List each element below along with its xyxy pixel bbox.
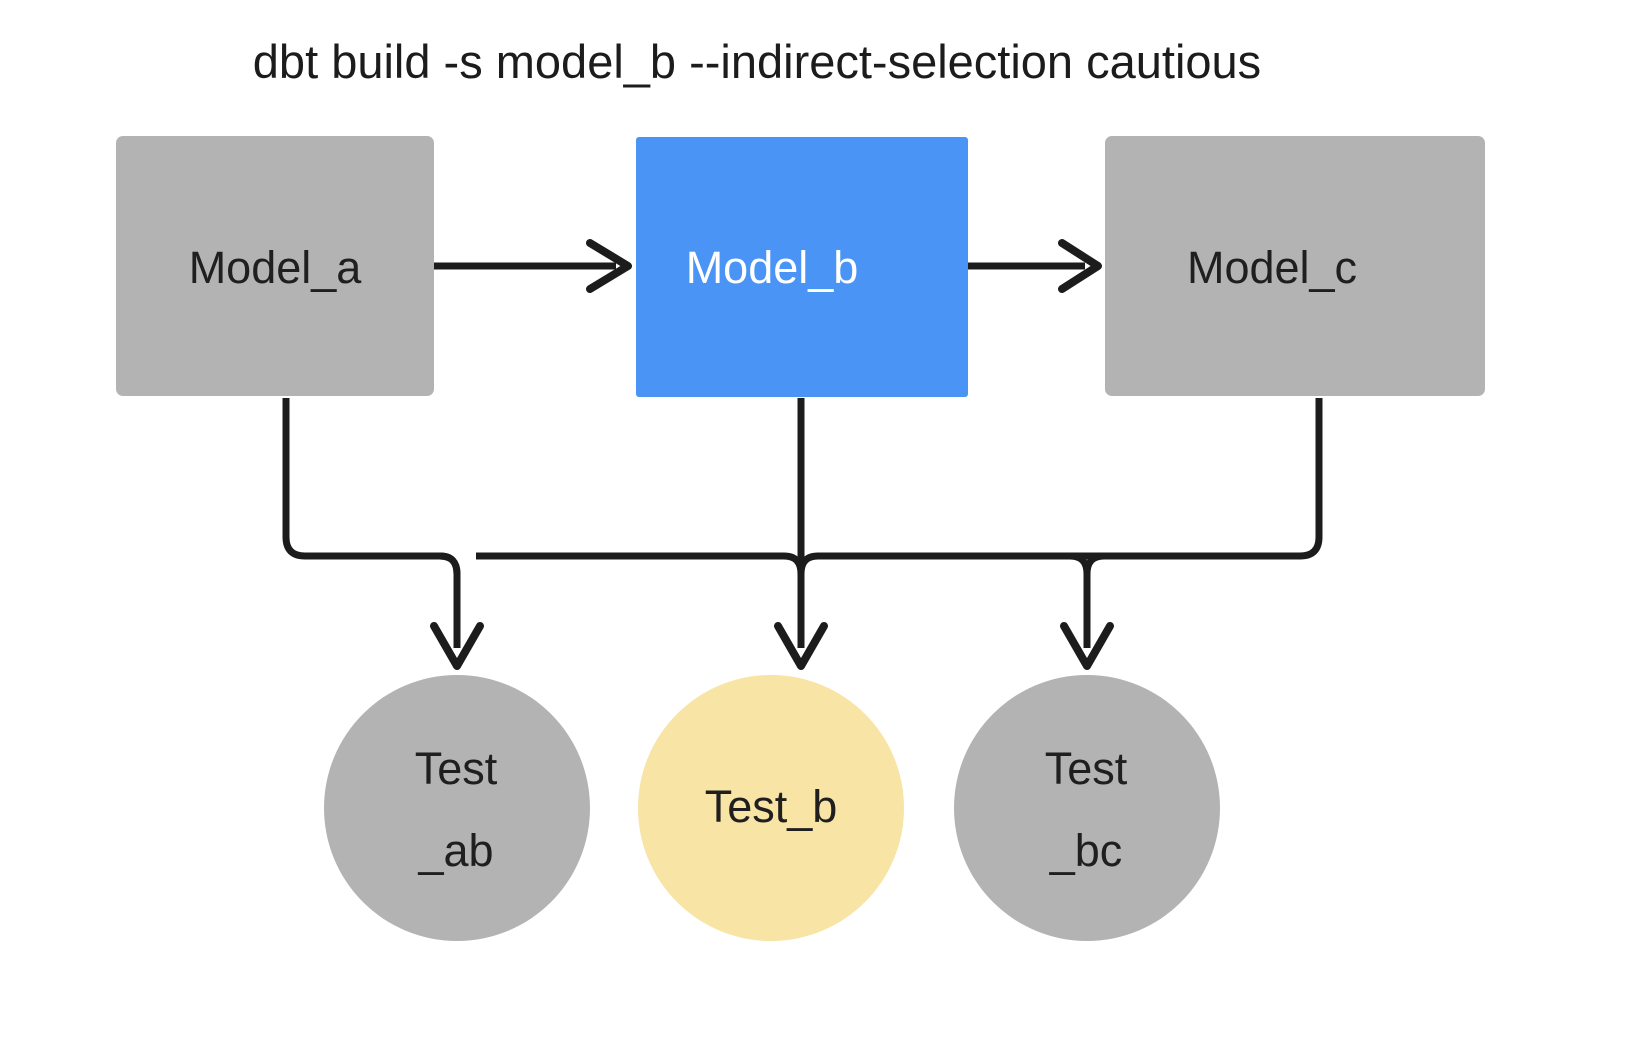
edge-line xyxy=(1083,398,1323,575)
test-ab-label-line2: _ab xyxy=(417,825,493,876)
node-test-b[interactable]: Test_b xyxy=(638,675,904,941)
test-bc-label-line2: _bc xyxy=(1049,825,1123,876)
edge-model-c-to-test-bc xyxy=(1083,398,1323,575)
test-ab-label-line1: Test xyxy=(415,743,498,794)
junction-fillet-right xyxy=(797,552,819,575)
node-test-bc[interactable]: Test _bc xyxy=(954,675,1220,941)
edge-line xyxy=(282,398,461,648)
test-bc-circle[interactable] xyxy=(954,675,1220,941)
test-bc-label-line1: Test xyxy=(1045,743,1128,794)
arrowhead-icon xyxy=(1060,622,1114,670)
edge-model-b-to-test-bc xyxy=(818,552,1114,670)
junction-fillet-ab xyxy=(439,552,461,575)
edge-model-b-to-test-b xyxy=(774,398,828,670)
model-b-box[interactable] xyxy=(636,137,968,397)
arrowhead-icon xyxy=(586,239,632,293)
node-model-a[interactable]: Model_a xyxy=(116,136,434,396)
model-c-label: Model_c xyxy=(1187,242,1357,293)
diagram-title: dbt build -s model_b --indirect-selectio… xyxy=(253,35,1261,88)
test-ab-circle[interactable] xyxy=(324,675,590,941)
edge-model-a-to-test-ab xyxy=(282,398,484,670)
node-model-c[interactable]: Model_c xyxy=(1105,136,1485,396)
node-model-b[interactable]: Model_b xyxy=(636,137,968,397)
model-a-label: Model_a xyxy=(189,242,363,293)
arrowhead-icon xyxy=(774,622,828,670)
test-b-circle[interactable] xyxy=(638,675,904,941)
model-c-box[interactable] xyxy=(1105,136,1485,396)
arrowhead-icon xyxy=(1058,239,1102,293)
edge-model-b-to-model-c xyxy=(968,239,1102,293)
arrowhead-icon xyxy=(430,622,484,670)
edge-model-a-to-model-b xyxy=(434,239,632,293)
junction-fillet-bc xyxy=(1069,552,1091,575)
model-a-box[interactable] xyxy=(116,136,434,396)
node-test-ab[interactable]: Test _ab xyxy=(324,675,590,941)
model-b-label: Model_b xyxy=(686,242,859,293)
test-b-label-line1: Test_b xyxy=(705,781,838,832)
